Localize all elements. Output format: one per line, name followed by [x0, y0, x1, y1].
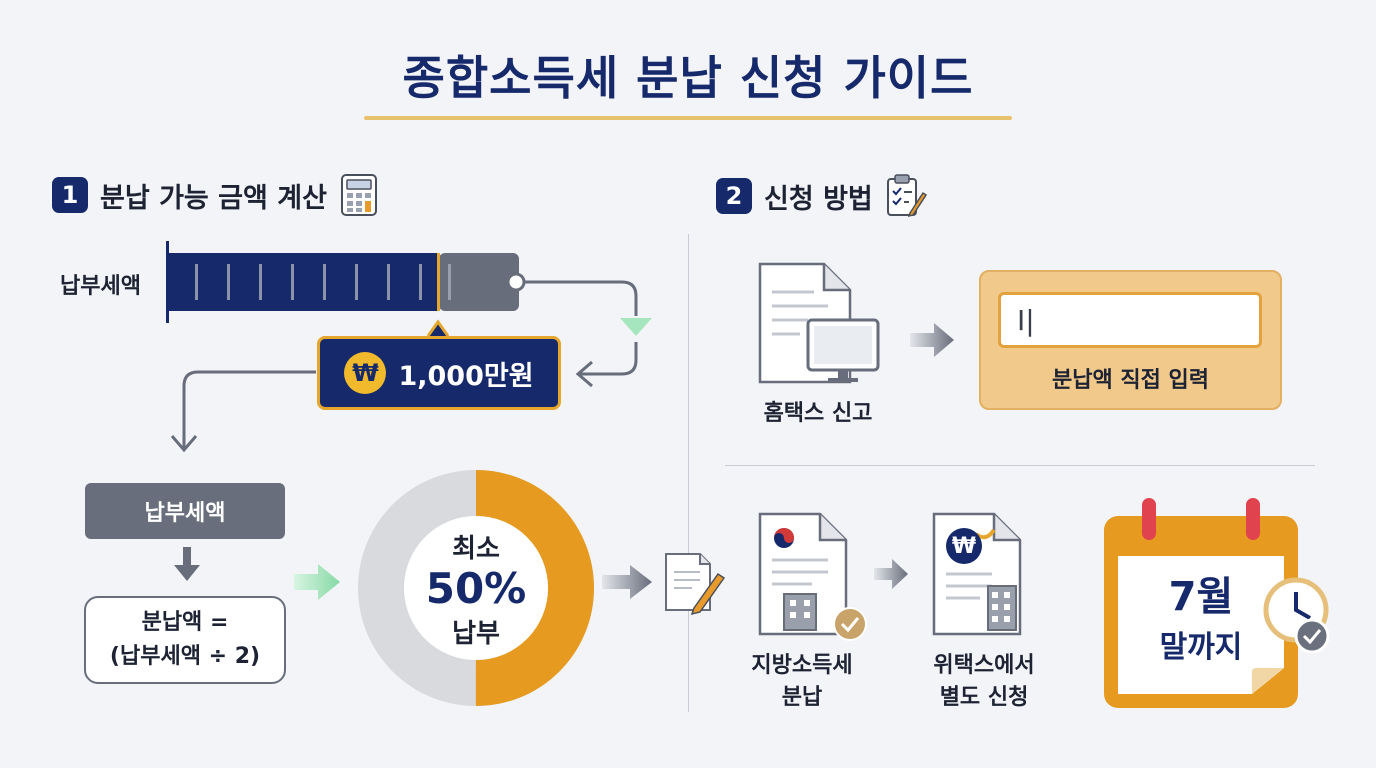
page-title: 종합소득세 분납 신청 가이드 — [402, 51, 974, 105]
installment-input-label: 분납액 직접 입력 — [1052, 368, 1209, 393]
calculator-icon — [340, 174, 377, 216]
calendar-deadline-icon — [1104, 498, 1330, 708]
local-tax-arrow — [874, 559, 908, 589]
check-badge-icon — [833, 607, 867, 641]
local-tax-line1: 지방소득세 — [751, 653, 853, 678]
amount-pointer — [426, 319, 450, 337]
bar-left-cap — [166, 241, 169, 323]
bar-end-knob — [506, 272, 526, 292]
building-icon — [783, 593, 817, 631]
text-cursor-icon: I| — [1017, 303, 1035, 337]
calendar-month: 7월 — [1168, 574, 1234, 620]
tax-amount-box: 납부세액 — [85, 483, 285, 539]
green-down-arrow — [620, 318, 652, 336]
clipboard-pencil-icon — [886, 174, 927, 218]
tax-bar-graphic — [166, 241, 652, 388]
calendar-page — [1118, 556, 1284, 694]
tax-label: 납부세액 — [60, 274, 141, 299]
section2-header: 2 신청 방법 — [716, 173, 927, 219]
local-tax-document-icon — [758, 512, 867, 641]
donut-label: 최소 50% 납부 — [402, 528, 550, 650]
connector-line-right — [524, 280, 638, 316]
calendar-ring-left — [1142, 498, 1156, 540]
formula-line2: (납부세액 ÷ 2) — [109, 644, 261, 669]
bar-ticks — [195, 264, 451, 300]
amount-badge: ₩ 1,000만원 — [317, 336, 561, 410]
vertical-divider — [688, 234, 689, 712]
calendar-page-curl — [1252, 668, 1284, 694]
wetax-label: 위택스에서 별도 신청 — [904, 650, 1064, 714]
bar-marker — [437, 253, 440, 311]
local-tax-line2: 분납 — [781, 685, 823, 710]
wetax-line2: 별도 신청 — [939, 685, 1029, 710]
section2-number: 2 — [716, 178, 752, 214]
calendar-check-icon — [1294, 618, 1330, 654]
installment-amount-input[interactable]: I| — [998, 292, 1262, 348]
donut-line3: 납부 — [452, 619, 500, 649]
installment-formula: 분납액 = (납부세액 ÷ 2) — [84, 596, 286, 684]
section1-header: 1 분납 가능 금액 계산 — [52, 173, 379, 217]
won-coin-icon: ₩ — [344, 352, 387, 394]
connector-arrowhead — [575, 360, 593, 388]
local-tax-label: 지방소득세 분납 — [722, 650, 882, 714]
wetax-document-icon — [932, 512, 1022, 636]
bar-filled-segment — [169, 253, 439, 311]
wetax-logo-icon: ₩ — [946, 528, 982, 564]
section1-heading: 분납 가능 금액 계산 — [100, 182, 327, 214]
title-underline — [364, 116, 1012, 120]
hometax-label: 홈택스 신고 — [763, 401, 873, 426]
donut-line1: 최소 — [452, 534, 500, 564]
formula-line1: 분납액 = — [141, 610, 229, 635]
pill-to-box-connector — [170, 370, 316, 453]
bar-remaining-segment — [439, 253, 519, 311]
hometax-arrow — [910, 323, 954, 357]
gray-down-arrow — [174, 547, 200, 581]
calendar-deadline: 말까지 — [1159, 630, 1243, 665]
minimum-payment-donut — [358, 470, 594, 706]
document-pencil-icon — [665, 553, 726, 616]
down-arrowhead — [170, 435, 198, 453]
donut-percentage: 50% — [425, 564, 527, 613]
hometax-document-monitor-icon — [758, 262, 880, 384]
horizontal-divider — [725, 465, 1315, 466]
section2-heading: 신청 방법 — [764, 183, 873, 215]
green-right-arrow — [294, 564, 340, 600]
connector-line-back — [580, 342, 638, 376]
section1-number: 1 — [52, 177, 88, 213]
wetax-line1: 위택스에서 — [933, 653, 1035, 678]
gray-right-arrow — [602, 565, 652, 599]
donut-fill-segment — [358, 470, 594, 706]
donut-center — [404, 516, 548, 660]
amount-value: 1,000만원 — [398, 360, 534, 392]
calendar-ring-right — [1246, 498, 1260, 540]
